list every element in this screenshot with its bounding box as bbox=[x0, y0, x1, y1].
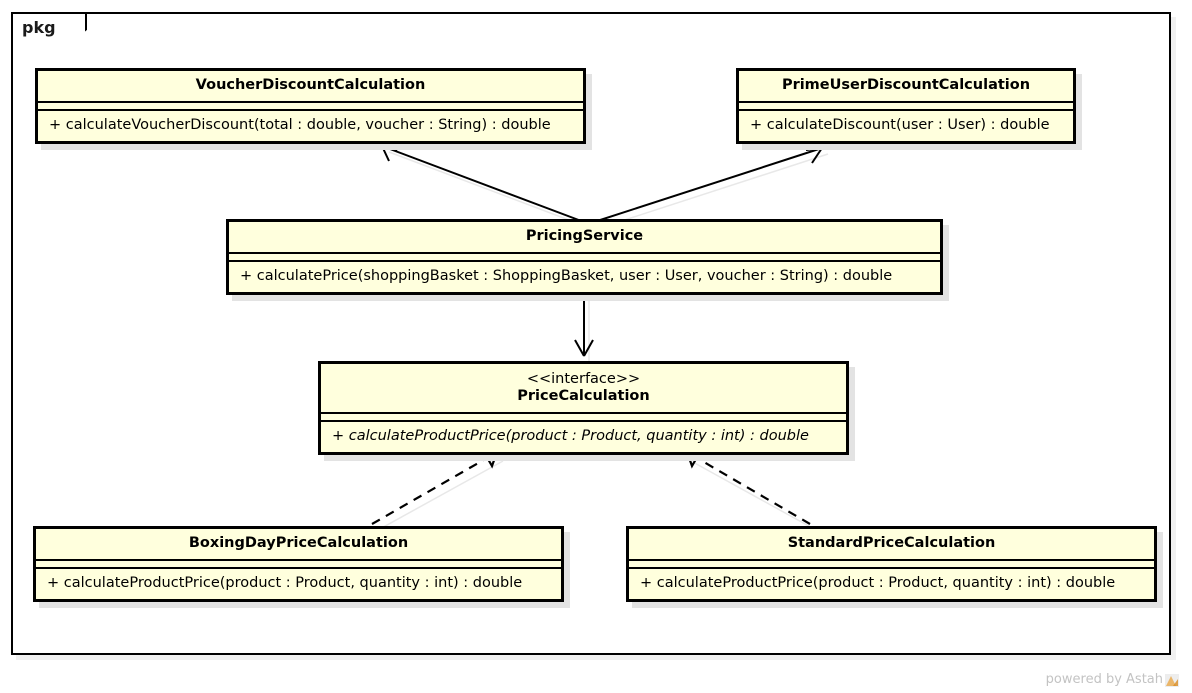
class-operation: + calculateProductPrice(product : Produc… bbox=[47, 575, 523, 591]
class-box-pricecalculation[interactable]: <<interface>> PriceCalculation + calcula… bbox=[318, 361, 849, 455]
class-stereotype: <<interface>> bbox=[526, 371, 641, 387]
link-pricing-to-pricecalculation bbox=[574, 294, 594, 357]
class-box-boxingdaypricecalculation[interactable]: BoxingDayPriceCalculation + calculatePro… bbox=[33, 526, 564, 602]
link-pricing-to-prime bbox=[593, 147, 823, 223]
astah-logo-icon bbox=[1165, 673, 1180, 688]
class-name: <<interface>> PriceCalculation bbox=[321, 364, 846, 412]
class-box-primeuserdiscountcalculation[interactable]: PrimeUserDiscountCalculation + calculate… bbox=[736, 68, 1076, 144]
class-attributes-compartment bbox=[321, 412, 846, 422]
link-pricing-to-voucher bbox=[381, 145, 585, 223]
class-name: BoxingDayPriceCalculation bbox=[188, 535, 409, 551]
link-boxingday-realizes-pricecalculation bbox=[371, 450, 499, 525]
class-operation: + calculateProductPrice(product : Produc… bbox=[332, 428, 809, 444]
package-tab bbox=[11, 12, 87, 44]
class-attributes-compartment bbox=[36, 559, 561, 569]
link-standard-realizes-pricecalculation bbox=[685, 450, 811, 525]
class-operation: + calculateDiscount(user : User) : doubl… bbox=[750, 117, 1050, 133]
class-name: PricingService bbox=[525, 228, 644, 244]
class-operation: + calculateVoucherDiscount(total : doubl… bbox=[49, 117, 551, 133]
footer-label: powered by Astah bbox=[1045, 672, 1163, 687]
class-name: VoucherDiscountCalculation bbox=[195, 77, 426, 93]
class-name: PrimeUserDiscountCalculation bbox=[781, 77, 1031, 93]
footer-watermark: powered by Astah bbox=[1046, 672, 1180, 688]
class-operation: + calculatePrice(shoppingBasket : Shoppi… bbox=[240, 268, 893, 284]
class-name-text: PriceCalculation bbox=[517, 388, 650, 404]
package-tab-cover bbox=[13, 42, 57, 47]
class-attributes-compartment bbox=[229, 252, 940, 262]
package-label: pkg bbox=[22, 18, 56, 37]
class-attributes-compartment bbox=[38, 101, 583, 111]
class-attributes-compartment bbox=[629, 559, 1154, 569]
class-box-voucherdiscountcalculation[interactable]: VoucherDiscountCalculation + calculateVo… bbox=[35, 68, 586, 144]
class-name: StandardPriceCalculation bbox=[787, 535, 996, 551]
class-attributes-compartment bbox=[739, 101, 1073, 111]
class-box-standardpricecalculation[interactable]: StandardPriceCalculation + calculateProd… bbox=[626, 526, 1157, 602]
class-operation: + calculateProductPrice(product : Produc… bbox=[640, 575, 1116, 591]
class-box-pricingservice[interactable]: PricingService + calculatePrice(shopping… bbox=[226, 219, 943, 295]
